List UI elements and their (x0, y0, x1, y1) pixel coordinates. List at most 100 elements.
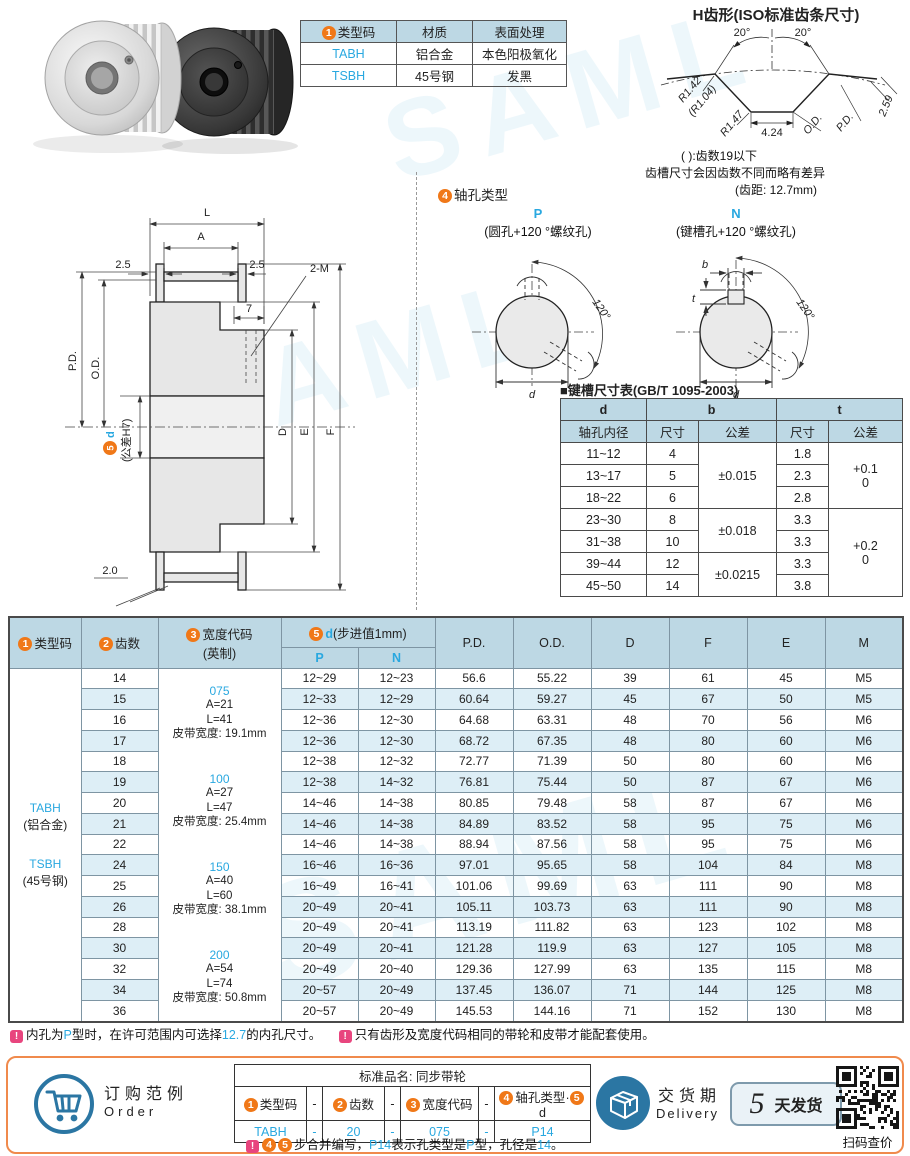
E-value: 102 (746, 916, 826, 939)
footnotes: !内孔为P型时，在许可范围内可选择12.7的内孔尺寸。 !只有齿形及宽度代码相同… (10, 1024, 900, 1043)
teeth-count: 34 (80, 978, 159, 1001)
pd-value: 80.85 (434, 792, 514, 814)
keyway-d: 45~50 (560, 574, 647, 597)
E-value: 50 (746, 688, 826, 710)
D-value: 50 (590, 750, 670, 773)
type-code-cell: TABH(铝合金)TSBH(45号钢) (8, 667, 82, 1022)
M-value: M6 (824, 812, 904, 835)
d-range-n: 20~41 (357, 937, 436, 959)
order-note-seg: P (466, 1138, 475, 1152)
teeth-count: 36 (80, 999, 159, 1022)
dim-A: A (197, 231, 205, 243)
spacer (10, 834, 81, 856)
pd-value: 72.77 (434, 750, 514, 773)
keyway-b-size: 8 (646, 508, 699, 531)
qr-caption: 扫码查价 (842, 1136, 893, 1150)
dim-E: E (299, 428, 311, 435)
d-range-n: 16~36 (357, 854, 436, 876)
od-value: 103.73 (512, 895, 592, 918)
order-note-seg: 表示孔类型是 (391, 1138, 467, 1152)
F-value: 61 (668, 667, 748, 690)
tooth-note-3: (齿距: 12.7mm) (734, 183, 817, 197)
od-value: 99.69 (512, 875, 592, 897)
teeth-count: 25 (80, 875, 159, 897)
order-header-cell: - (478, 1086, 495, 1121)
type-material: (铝合金) (23, 817, 68, 832)
dim-D: D (277, 428, 289, 436)
E-value: 115 (746, 958, 826, 980)
order-note-seg: 14 (537, 1138, 552, 1152)
M-value: M8 (824, 978, 904, 1001)
E-value: 125 (746, 978, 826, 1001)
keyway-table-title: ■键槽尺寸表(GB/T 1095-2003) (560, 383, 739, 398)
F-value: 95 (668, 833, 748, 856)
belt-width: 皮带宽度: 19.1mm (172, 728, 267, 740)
materials-header-finish: 表面处理 (472, 20, 567, 43)
order-header-text: 轴孔类型 (515, 1091, 566, 1105)
order-table-title: 标准品名: 同步带轮 (233, 1064, 592, 1087)
d-range-n: 12~32 (357, 750, 436, 773)
d-range-n: 20~41 (357, 895, 436, 918)
type-material: (45号钢) (22, 873, 68, 888)
pulley-steel (159, 27, 294, 137)
F-value: 80 (668, 729, 748, 752)
dim-bore-tolerance: (公差H7) (119, 419, 133, 462)
d-range-p: 20~49 (280, 895, 359, 918)
M-value: M6 (824, 771, 904, 793)
E-value: 90 (746, 895, 826, 918)
order-label-cn: 订购范例 (104, 1086, 189, 1103)
teeth-count: 21 (80, 812, 159, 835)
keyway-t-size: 3.3 (776, 508, 830, 531)
keyway-b-size: 5 (646, 464, 699, 487)
E-value: 60 (746, 729, 826, 752)
D-value: 50 (590, 771, 670, 793)
col-header-M: M (824, 616, 904, 669)
od-value: 63.31 (512, 709, 592, 731)
pd-value: 97.01 (434, 854, 514, 876)
d-range-p: 12~36 (280, 729, 359, 752)
d-range-n: 14~32 (357, 771, 436, 793)
pd-value: 56.6 (434, 667, 514, 690)
pd-value: 64.68 (434, 709, 514, 731)
tooth-note-1: ( ):齿数19以下 (681, 149, 758, 163)
od-value: 71.39 (512, 750, 592, 773)
keyway-d: 39~44 (560, 552, 647, 575)
d-range-n: 20~49 (357, 999, 436, 1022)
teeth-count: 24 (80, 854, 159, 876)
keyway-t-tol-line: +0.1 (853, 461, 878, 476)
hole-p-d: d (529, 389, 536, 400)
F-value: 95 (668, 812, 748, 835)
d-range-p: 12~36 (280, 709, 359, 731)
footnote-2-alert: ! (338, 1030, 352, 1043)
hole-n-angle: 120° (794, 297, 817, 323)
tooth-profile-diagram: 20° 20° R1.42 (R1.04) R1.47 4.24 O.D. P.… (660, 27, 898, 139)
pd-value: 145.53 (434, 999, 514, 1022)
pd-value: 101.06 (434, 875, 514, 897)
order-header-text: 类型码 (259, 1098, 298, 1112)
tooth-angle-left: 20° (734, 27, 751, 39)
od-value: 119.9 (512, 937, 592, 959)
keyway-d: 31~38 (560, 530, 647, 553)
dim-PD: P.D. (67, 351, 79, 371)
d-range-p: 12~38 (280, 771, 359, 793)
D-value: 63 (590, 958, 670, 980)
pd-value: 113.19 (434, 916, 514, 939)
M-value: M6 (824, 729, 904, 752)
footnote-1-seg: 型时，在许可范围内可选择 (71, 1028, 222, 1042)
order-header-cell: - (384, 1086, 401, 1121)
delivery-unit: 天发货 (774, 1098, 823, 1115)
width-code: 200 (209, 947, 230, 962)
